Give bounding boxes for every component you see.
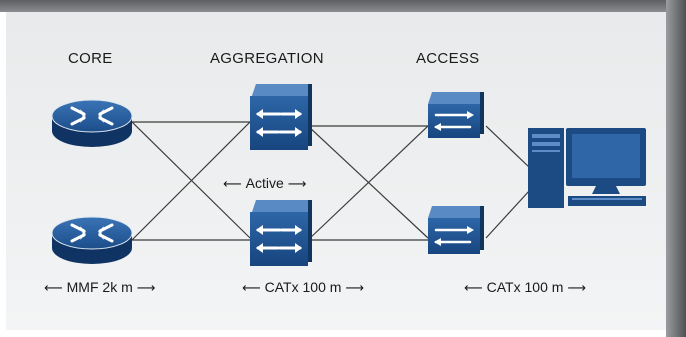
access-switch-bottom-icon	[428, 206, 484, 254]
connection-lines	[131, 121, 531, 241]
active-text: Active	[245, 175, 284, 191]
link-agg2-acc1	[307, 125, 429, 241]
core-router-top-icon	[51, 99, 133, 147]
link-acc1-pc	[485, 125, 531, 169]
active-label: ⟵ Active ⟶	[223, 175, 306, 191]
mmf-text: MMF 2k m	[66, 279, 133, 295]
catx-left-distance-label: ⟵ CATx 100 m ⟶	[242, 279, 364, 295]
link-acc2-pc	[485, 189, 531, 239]
access-switch-top-icon	[428, 92, 484, 138]
header-core: CORE	[68, 50, 113, 67]
right-arrow-icon: ⟶	[287, 175, 307, 191]
mmf-distance-label: ⟵ MMF 2k m ⟶	[44, 279, 155, 295]
aggregation-switch-top-icon	[250, 84, 312, 150]
catx-left-text: CATx 100 m	[264, 279, 342, 295]
left-arrow-icon: ⟵	[464, 279, 483, 295]
desktop-computer-icon	[528, 128, 646, 208]
left-arrow-icon: ⟵	[223, 175, 242, 191]
header-aggregation: AGGREGATION	[210, 50, 324, 67]
right-arrow-icon: ⟶	[136, 279, 156, 295]
link-core2-agg1	[131, 121, 251, 241]
catx-right-distance-label: ⟵ CATx 100 m ⟶	[464, 279, 586, 295]
right-arrow-icon: ⟶	[345, 279, 365, 295]
catx-right-text: CATx 100 m	[486, 279, 564, 295]
aggregation-switch-bottom-icon	[250, 200, 312, 266]
top-frame-bar	[0, 0, 686, 12]
right-arrow-icon: ⟶	[567, 279, 587, 295]
link-agg1-acc2	[307, 125, 429, 239]
left-arrow-icon: ⟵	[44, 279, 63, 295]
left-arrow-icon: ⟵	[242, 279, 261, 295]
header-access: ACCESS	[416, 50, 480, 67]
link-core1-agg2	[131, 121, 251, 239]
core-router-bottom-icon	[51, 216, 133, 264]
right-frame-bar	[666, 0, 686, 337]
